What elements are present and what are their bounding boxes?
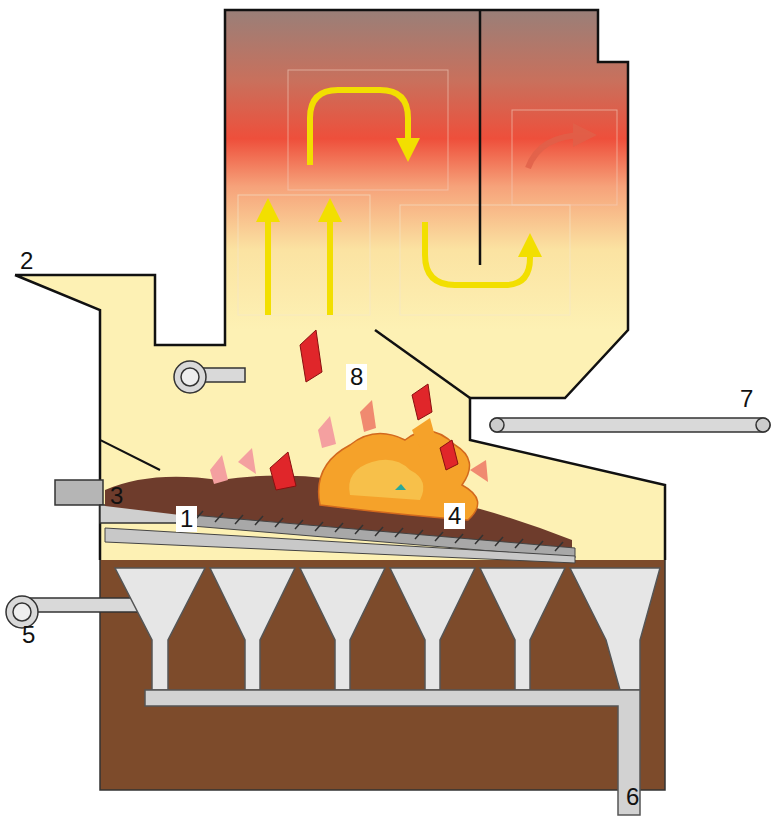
flame (210, 455, 228, 484)
flame (360, 400, 376, 432)
conveyor-roller (756, 418, 770, 432)
pass-outline (400, 205, 570, 315)
ash-hopper (210, 568, 295, 690)
boiler-divider (479, 10, 482, 265)
flue-gas-arrow (528, 135, 585, 168)
conveyor (490, 418, 770, 432)
flame (349, 460, 423, 500)
flame (412, 418, 436, 448)
flame (238, 448, 256, 474)
feed-ram (55, 480, 103, 505)
hopper-wall (100, 310, 160, 470)
callout-number: 8 (346, 364, 367, 390)
pass-outline (238, 195, 370, 315)
callout-number: 2 (20, 248, 33, 274)
callout-number: 3 (110, 483, 123, 509)
ash-base (100, 555, 665, 790)
flame (318, 416, 336, 448)
grate-plate (105, 528, 575, 563)
fan-symbol (13, 603, 31, 621)
callout-number: 7 (740, 386, 753, 412)
gas-flow-arrow (265, 210, 271, 315)
boiler-gradient (226, 11, 627, 330)
flame (440, 440, 458, 470)
ash-hopper (390, 568, 475, 690)
flame (270, 452, 296, 490)
callout-number: 4 (444, 503, 465, 529)
flame (470, 460, 488, 482)
ash-hopper (570, 568, 660, 690)
ash-pipe (145, 690, 640, 815)
callout-number: 6 (626, 784, 639, 810)
gas-flow-arrow (425, 222, 530, 285)
fan-symbol (174, 361, 206, 393)
ash-hopper (300, 568, 385, 690)
gas-flow-arrow (327, 210, 333, 315)
gas-flow-arrow (310, 90, 408, 165)
flame (395, 484, 406, 490)
ash-hopper (480, 568, 565, 690)
ash-hopper (115, 568, 205, 690)
conveyor-roller (490, 418, 504, 432)
chamber-wall (15, 10, 665, 560)
flame (300, 330, 322, 382)
fan-symbol (181, 368, 199, 386)
furnace-chamber (15, 10, 665, 560)
flame (412, 384, 432, 420)
callout-number: 5 (22, 622, 35, 648)
pass-outline (512, 110, 617, 205)
callout-number: 1 (176, 506, 197, 532)
pass-outline (288, 70, 448, 190)
